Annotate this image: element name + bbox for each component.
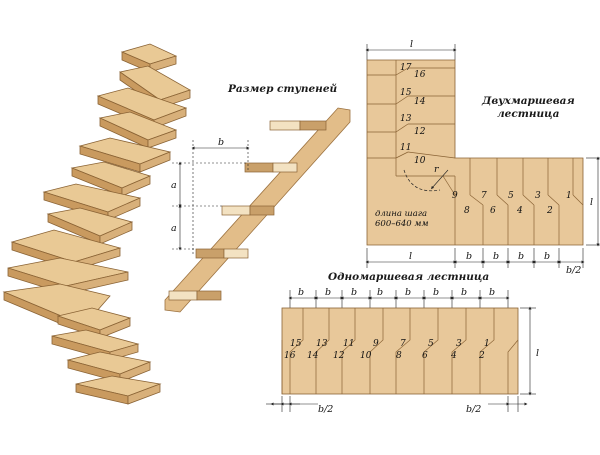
step-number: 10 — [414, 156, 426, 166]
tread-insert — [195, 248, 225, 259]
two-flight-upper-numbers: 17 16 15 14 13 12 11 10 — [400, 63, 426, 166]
step-size-diagram: Размер ступеней b a a — [164, 82, 351, 313]
step-number: 12 — [414, 127, 426, 137]
dim-l-top: l — [410, 39, 413, 50]
step-number: 4 — [516, 206, 523, 216]
single-flight-title: Одномаршевая лестница — [328, 271, 489, 283]
step-number: 2 — [546, 206, 553, 216]
tread — [168, 290, 198, 301]
dim-b: b — [433, 287, 439, 298]
step-number: 11 — [400, 143, 411, 153]
step-number: 16 — [414, 70, 426, 80]
step-number: 5 — [428, 339, 434, 349]
step-size-title: Размер ступеней — [227, 82, 337, 95]
two-flight-title-line2: лестница — [497, 108, 560, 120]
dim-half-b-right: b/2 — [466, 404, 481, 415]
dim-a-label: a — [171, 180, 177, 191]
dim-a-label: a — [171, 223, 177, 234]
dim-l-right: l — [536, 348, 539, 359]
step-number: 16 — [284, 351, 296, 361]
two-flight-stair-plan: Двухмаршевая лестница l — [365, 39, 600, 276]
step-number: 15 — [400, 88, 412, 98]
tread — [223, 248, 249, 259]
step-number: 10 — [360, 351, 372, 361]
step-number: 9 — [452, 191, 458, 201]
step-number: 7 — [400, 339, 406, 349]
step-number: 11 — [343, 339, 354, 349]
step-number: 17 — [400, 63, 412, 73]
dim-b: b — [489, 287, 495, 298]
step-number: 4 — [450, 351, 457, 361]
step-number: 1 — [484, 339, 490, 349]
tread-insert — [249, 205, 275, 216]
tread-insert — [196, 290, 222, 301]
dim-b: b — [298, 287, 304, 298]
tread — [269, 120, 301, 131]
dim-b: b — [405, 287, 411, 298]
step-number: 3 — [456, 339, 462, 349]
dim-b: b — [351, 287, 357, 298]
dim-b: b — [325, 287, 331, 298]
dim-l-bottom: l — [409, 251, 412, 262]
landing-plan — [366, 59, 584, 246]
step-number: 9 — [373, 339, 379, 349]
tread-insert — [299, 120, 327, 131]
step-number: 6 — [422, 351, 428, 361]
step-number: 13 — [400, 114, 412, 124]
step-number: 1 — [566, 191, 572, 201]
tread — [221, 205, 251, 216]
dim-half-b-left: b/2 — [318, 404, 333, 415]
step-number: 15 — [290, 339, 302, 349]
flight-plan — [281, 307, 519, 395]
single-top-numbers: 15 13 11 9 7 5 3 1 — [290, 339, 490, 349]
step-number: 13 — [316, 339, 328, 349]
step-number: 14 — [307, 351, 319, 361]
dim-b: b — [377, 287, 383, 298]
step-number: 7 — [481, 191, 487, 201]
radius-label: r — [434, 164, 440, 175]
step-number: 12 — [333, 351, 345, 361]
step-length-note-2: 600–640 мм — [375, 219, 429, 229]
dim-b: b — [461, 287, 467, 298]
dim-l-right: l — [590, 197, 593, 208]
dim-b-label: b — [218, 137, 224, 148]
dim-b: b — [518, 251, 524, 262]
dim-b: b — [544, 251, 550, 262]
dim-half-b: b/2 — [566, 265, 581, 276]
step-number: 8 — [396, 351, 402, 361]
step-number: 2 — [478, 351, 485, 361]
two-flight-lower-numbers: 9 8 7 6 5 4 3 2 1 — [452, 191, 572, 216]
step-number: 14 — [414, 97, 426, 107]
dim-b: b — [493, 251, 499, 262]
step-number: 3 — [535, 191, 541, 201]
step-length-note-1: длина шага — [375, 209, 427, 219]
step-number: 8 — [464, 206, 470, 216]
step-number: 5 — [508, 191, 514, 201]
tread — [272, 162, 298, 173]
single-bottom-numbers: 16 14 12 10 8 6 4 2 — [284, 351, 485, 361]
two-flight-title-line1: Двухмаршевая — [481, 95, 575, 107]
single-flight-stair-plan: Одномаршевая лестница b b b b — [266, 271, 539, 415]
step-number: 6 — [490, 206, 496, 216]
dim-b: b — [466, 251, 472, 262]
walking-line — [403, 169, 441, 192]
single-top-b-labels: b b b b b b b b — [298, 287, 495, 298]
spiral-stair-illustration — [2, 43, 191, 405]
tread-insert — [244, 162, 274, 173]
